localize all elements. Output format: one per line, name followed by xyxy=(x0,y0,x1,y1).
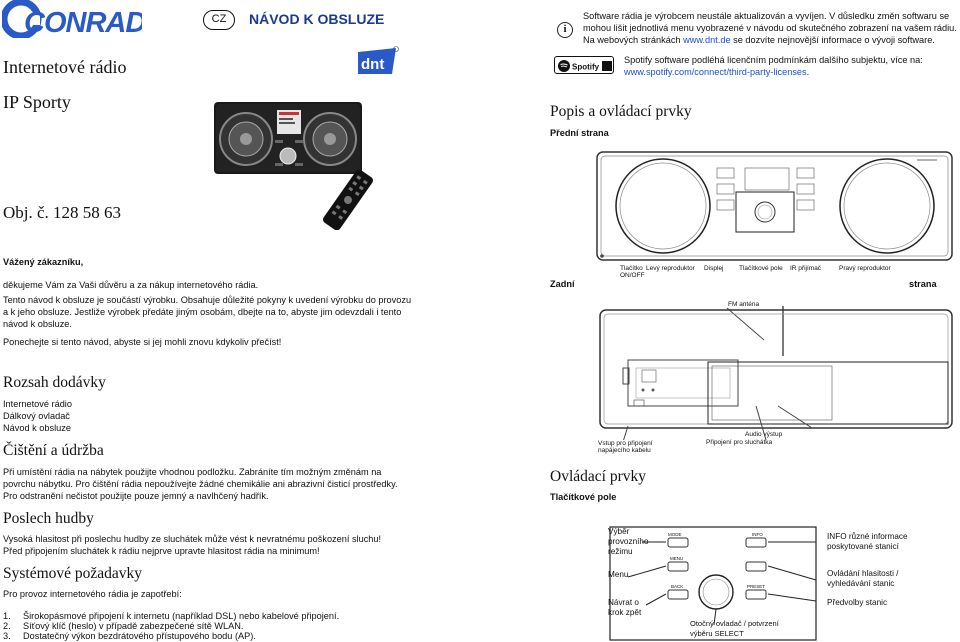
system-item-text: Širokopásmové připojení k internetu (nap… xyxy=(23,611,340,621)
label-right-speaker: Pravý reproduktor xyxy=(839,265,891,272)
front-diagram xyxy=(595,148,955,262)
label-left-speaker: Levý reproduktor xyxy=(646,265,695,272)
description-title: Popis a ovládací prvky xyxy=(550,103,692,120)
conrad-logo-text: CONRAD xyxy=(24,7,142,38)
greeting-p2-l3: návod k obsluze. xyxy=(3,319,72,329)
greeting-salutation: Vážený zákazníku, xyxy=(3,257,84,267)
system-item-number: 3. xyxy=(3,631,11,641)
label-power-cable: Vstup pro připojení napájecího kabelu xyxy=(598,440,653,454)
notice-line: Na webových stránkách www.dnt.de se dozv… xyxy=(583,34,935,46)
button-panel-diagram xyxy=(606,525,820,642)
spotify-link-suffix: . xyxy=(806,67,810,77)
panel-label-volume: Ovládání hlasitosti / vyhledávání stanic xyxy=(827,569,899,588)
system-item-number: 2. xyxy=(3,621,11,631)
spotify-link-line: www.spotify.com/connect/third-party-lice… xyxy=(624,66,809,78)
system-item: 1. Širokopásmové připojení k internetu (n… xyxy=(3,610,339,622)
label-fm-antenna: FM anténa xyxy=(728,301,760,308)
notice-text: Na webových stránkách xyxy=(583,35,684,45)
key-info: INFO xyxy=(752,532,763,537)
key-preset: PRESET xyxy=(747,584,766,589)
dnt-link[interactable]: www.dnt.de xyxy=(683,35,731,45)
rear-diagram xyxy=(598,300,954,446)
spotify-badge: Spotify xyxy=(554,56,614,74)
dnt-logo-text: dnt xyxy=(361,56,384,73)
greeting-p2-l2: a k jeho obsluze. Jestliže výrobek předá… xyxy=(3,307,402,317)
label-audio-out: Audio výstup xyxy=(745,431,783,438)
product-title-2: IP Sporty xyxy=(3,92,71,112)
spotify-link[interactable]: www.spotify.com/connect/third-party-lice… xyxy=(624,67,807,77)
panel-label-back: Návrat o krok zpět xyxy=(608,598,642,617)
greeting-p3: Ponechejte si tento návod, abyste si jej… xyxy=(3,337,282,347)
system-title: Systémové požadavky xyxy=(3,565,143,582)
product-title-1: Internetové rádio xyxy=(3,57,127,77)
panel-label-select: Otočný ovladač / potvrzení výběru SELECT xyxy=(690,619,779,638)
system-item-text: Dostatečný výkon bezdrátového přístupové… xyxy=(23,631,256,641)
panel-label-menu: Menu xyxy=(608,570,629,579)
system-item: 3. Dostatečný výkon bezdrátového přístupo… xyxy=(3,630,256,642)
label-button-panel: Tlačítkové pole xyxy=(739,265,783,272)
conrad-logo: CONRAD xyxy=(0,0,147,40)
scope-item: Návod k obsluze xyxy=(3,423,71,433)
label-power-button: Tlačítko ON/OFF xyxy=(620,265,645,279)
panel-title: Tlačítkové pole xyxy=(550,492,617,502)
info-icon: i xyxy=(557,22,573,38)
key-menu: MENU xyxy=(670,556,684,561)
notice-line: Software rádia je výrobcem neustále aktu… xyxy=(583,11,950,21)
controls-title: Ovládací prvky xyxy=(550,468,646,485)
notice-text: se dozvíte nejnovější informace o vývoji… xyxy=(730,35,935,45)
rear-label-right: strana xyxy=(909,279,937,289)
scope-item: Dálkový ovladač xyxy=(3,411,70,421)
system-item-text: Síťový klíč (heslo) v případě zabezpečen… xyxy=(23,621,244,631)
spotify-text: Spotify software podléhá licenčním podmí… xyxy=(624,55,923,65)
greeting-p1: děkujeme Vám za Vaši důvěru a za nákup i… xyxy=(3,280,259,290)
panel-label-preset: Předvolby stanic xyxy=(827,598,888,607)
front-label: Přední strana xyxy=(550,128,609,138)
listening-line: Před připojením sluchátek k rádiu nejprv… xyxy=(3,546,320,556)
order-number: Obj. č. 128 58 63 xyxy=(3,203,122,222)
listening-title: Poslech hudby xyxy=(3,510,94,527)
care-line: Pro odstranění nečistot použijte pouze j… xyxy=(3,491,269,501)
listening-line: Vysoká hlasitost při poslechu hudby ze s… xyxy=(3,534,382,544)
care-title: Čištění a údržba xyxy=(3,442,104,459)
label-headphones: Připojení pro sluchátka xyxy=(706,439,773,446)
label-ir-receiver: IR přijímač xyxy=(790,265,822,272)
radio-photo xyxy=(213,98,363,178)
notice-line: mohou lišit jednotlivá menu vyobrazené v… xyxy=(583,23,957,33)
care-line: Při umístění rádia na nábytek použijte v… xyxy=(3,467,382,477)
manual-title: NÁVOD K OBSLUZE xyxy=(249,11,385,27)
rear-label-left: Zadní xyxy=(550,279,575,289)
remote-photo xyxy=(318,169,378,231)
spotify-badge-text: Spotify xyxy=(572,63,600,72)
key-back: BACK xyxy=(671,584,684,589)
panel-label-mode: Výběr provozního režimu xyxy=(608,527,649,556)
system-item-number: 1. xyxy=(3,611,11,621)
scope-title: Rozsah dodávky xyxy=(3,374,106,391)
greeting-p2-l1: Tento návod k obsluze je součástí výrobk… xyxy=(3,295,412,305)
system-item: 2. Síťový klíč (heslo) v případě zabezpeč… xyxy=(3,620,243,632)
care-line: povrchu nábytku. Pro čištění rádia nepou… xyxy=(3,479,398,489)
system-intro: Pro provoz internetového rádia je zapotř… xyxy=(3,589,182,599)
label-display: Displej xyxy=(704,265,724,272)
dnt-logo: dnt xyxy=(356,46,402,76)
language-badge: CZ xyxy=(203,10,235,30)
key-mode: MODE xyxy=(668,532,682,537)
scope-item: Internetové rádio xyxy=(3,399,72,409)
panel-label-info: INFO různé informace poskytované stanicí xyxy=(827,532,908,551)
